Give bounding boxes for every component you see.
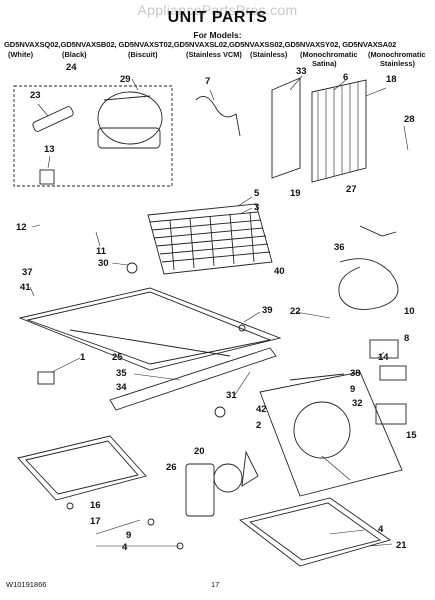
evaporator-coil <box>147 203 273 275</box>
callout-number: 15 <box>406 430 417 441</box>
callout-number: 22 <box>290 306 301 317</box>
condenser <box>311 79 367 183</box>
variant-label: Stainless) <box>380 59 415 68</box>
callout-number: 38 <box>350 368 361 379</box>
condenser-shroud <box>271 77 301 179</box>
callout-number: 5 <box>254 188 260 199</box>
callout-number: 24 <box>66 62 77 73</box>
drain-pan <box>17 435 147 501</box>
relay-module <box>379 365 407 381</box>
callout-number: 34 <box>116 382 127 393</box>
variant-label: (White) <box>8 50 34 59</box>
callout-number: 3 <box>254 202 260 213</box>
callout-number: 11 <box>96 246 107 257</box>
callout-number: 28 <box>404 114 415 125</box>
callout-number: 21 <box>396 540 407 551</box>
callout-number: 10 <box>404 306 415 317</box>
watermark: AppliancePartsPros.com <box>137 2 298 18</box>
callout-number: 41 <box>20 282 31 293</box>
relay <box>32 106 74 132</box>
grommet <box>126 262 138 274</box>
variant-label: Satina) <box>312 59 337 68</box>
callout-number: 1 <box>80 352 86 363</box>
callout-number: 25 <box>112 352 123 363</box>
tube <box>195 95 241 137</box>
control-board <box>369 339 399 359</box>
compressor-group-box <box>13 85 173 187</box>
callout-number: 14 <box>378 352 389 363</box>
callout-number: 30 <box>98 258 109 269</box>
callout-number: 35 <box>116 368 127 379</box>
callout-number: 19 <box>290 188 301 199</box>
callout-number: 27 <box>346 184 357 195</box>
document-number: W10191866 <box>6 580 47 589</box>
callout-number: 7 <box>205 76 211 87</box>
callout-number: 9 <box>350 384 356 395</box>
variant-label: (Biscuit) <box>128 50 158 59</box>
callout-number: 33 <box>296 66 307 77</box>
variant-label: (Monochromatic <box>300 50 358 59</box>
callout-number: 29 <box>120 74 131 85</box>
callout-number: 32 <box>352 398 363 409</box>
callout-number: 17 <box>90 516 101 527</box>
callout-number: 2 <box>256 420 262 431</box>
callout-number: 18 <box>386 74 397 85</box>
callout-number: 23 <box>30 90 41 101</box>
rod <box>289 373 345 381</box>
variant-label: (Black) <box>62 50 87 59</box>
variant-label: (Monochromatic <box>368 50 426 59</box>
wiring-harness <box>338 258 399 310</box>
base-frame <box>18 287 282 371</box>
callout-number: 40 <box>274 266 285 277</box>
callout-number: 6 <box>343 72 349 83</box>
fan-motor <box>213 463 243 493</box>
leader-lines <box>29 75 409 547</box>
page-title: UNIT PARTS <box>167 9 268 26</box>
callout-number: 42 <box>256 404 267 415</box>
rail <box>109 347 277 411</box>
callout-number: 4 <box>122 542 128 553</box>
fan-blade <box>241 450 259 487</box>
callout-number: 16 <box>90 500 101 511</box>
callout-number: 9 <box>126 530 132 541</box>
callout-number: 39 <box>262 305 273 316</box>
variant-label: (Stainless VCM) <box>186 50 242 59</box>
models-list: GD5NVAXSQ02,GD5NVAXSB02, GD5NVAXST02,GD5… <box>4 40 397 49</box>
electronic-control <box>375 403 407 425</box>
callout-number: 13 <box>44 144 55 155</box>
callout-number: 8 <box>404 333 410 344</box>
drain-pan-lower <box>238 497 392 567</box>
callout-number: 36 <box>334 242 345 253</box>
models-heading: For Models: <box>193 30 242 40</box>
label-plate <box>37 371 55 385</box>
overload <box>39 169 55 185</box>
callout-number: 12 <box>16 222 27 233</box>
variant-label: (Stainless) <box>250 50 288 59</box>
fan-bracket <box>185 463 215 517</box>
callout-number: 37 <box>22 267 33 278</box>
callout-number: 26 <box>166 462 177 473</box>
compressor <box>97 91 163 145</box>
callout-number: 31 <box>226 390 237 401</box>
callout-number: 20 <box>194 446 205 457</box>
housing <box>259 371 403 497</box>
callout-number: 4 <box>378 524 384 535</box>
page-number: 17 <box>211 580 220 589</box>
